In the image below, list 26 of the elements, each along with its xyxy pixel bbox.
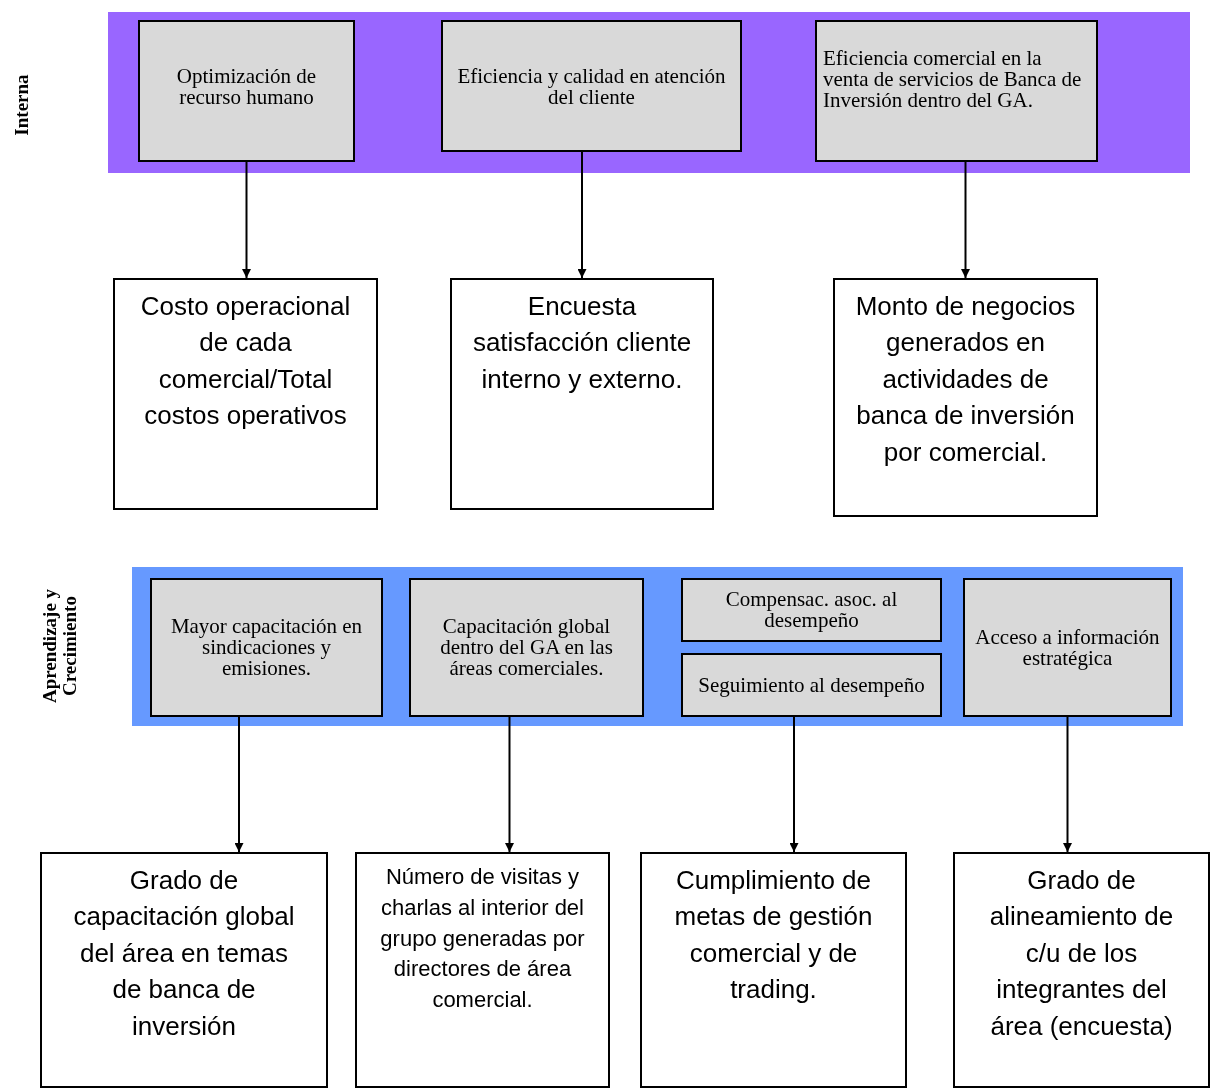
perspective-band <box>108 12 1190 173</box>
arrow <box>1063 716 1072 853</box>
objective-box: Compensac. asoc. al desempeño <box>681 578 942 642</box>
arrow <box>961 161 970 279</box>
arrow <box>577 151 587 279</box>
arrow <box>234 716 244 853</box>
objective-box: Optimización de recurso humano <box>138 20 355 162</box>
indicator-box: Número de visitas y charlas al interior del grupo generadas por directores de área comercial. <box>355 852 610 1088</box>
perspective-label: Interna <box>12 73 32 138</box>
objective-box: Seguimiento al desempeño <box>681 653 942 717</box>
objective-box: Eficiencia comercial en la venta de servicios de Banca de Inversión dentro del GA. <box>815 20 1098 162</box>
arrow <box>242 161 251 279</box>
arrow <box>505 716 514 853</box>
indicator-box: Monto de negocios generados en actividades de banca de inversión por comercial. <box>833 278 1098 517</box>
perspective-label: Aprendizaje y Crecimiento <box>40 587 80 706</box>
indicator-box: Grado de alineamiento de c/u de los integrantes del área (encuesta) <box>953 852 1210 1088</box>
objective-box: Acceso a información estratégica <box>963 578 1172 717</box>
objective-box: Eficiencia y calidad en atención del cliente <box>441 20 742 152</box>
objective-box: Capacitación global dentro del GA en las áreas comerciales. <box>409 578 644 717</box>
indicator-box: Encuesta satisfacción cliente interno y externo. <box>450 278 714 510</box>
indicator-box: Costo operacional de cada comercial/Total costos operativos <box>113 278 378 510</box>
arrow <box>789 716 799 853</box>
indicator-box: Cumplimiento de metas de gestión comercial y de trading. <box>640 852 907 1088</box>
indicator-box: Grado de capacitación global del área en temas de banca de inversión <box>40 852 328 1088</box>
objective-box: Mayor capacitación en sindicaciones y emisiones. <box>150 578 383 717</box>
perspective-band <box>132 567 1183 726</box>
